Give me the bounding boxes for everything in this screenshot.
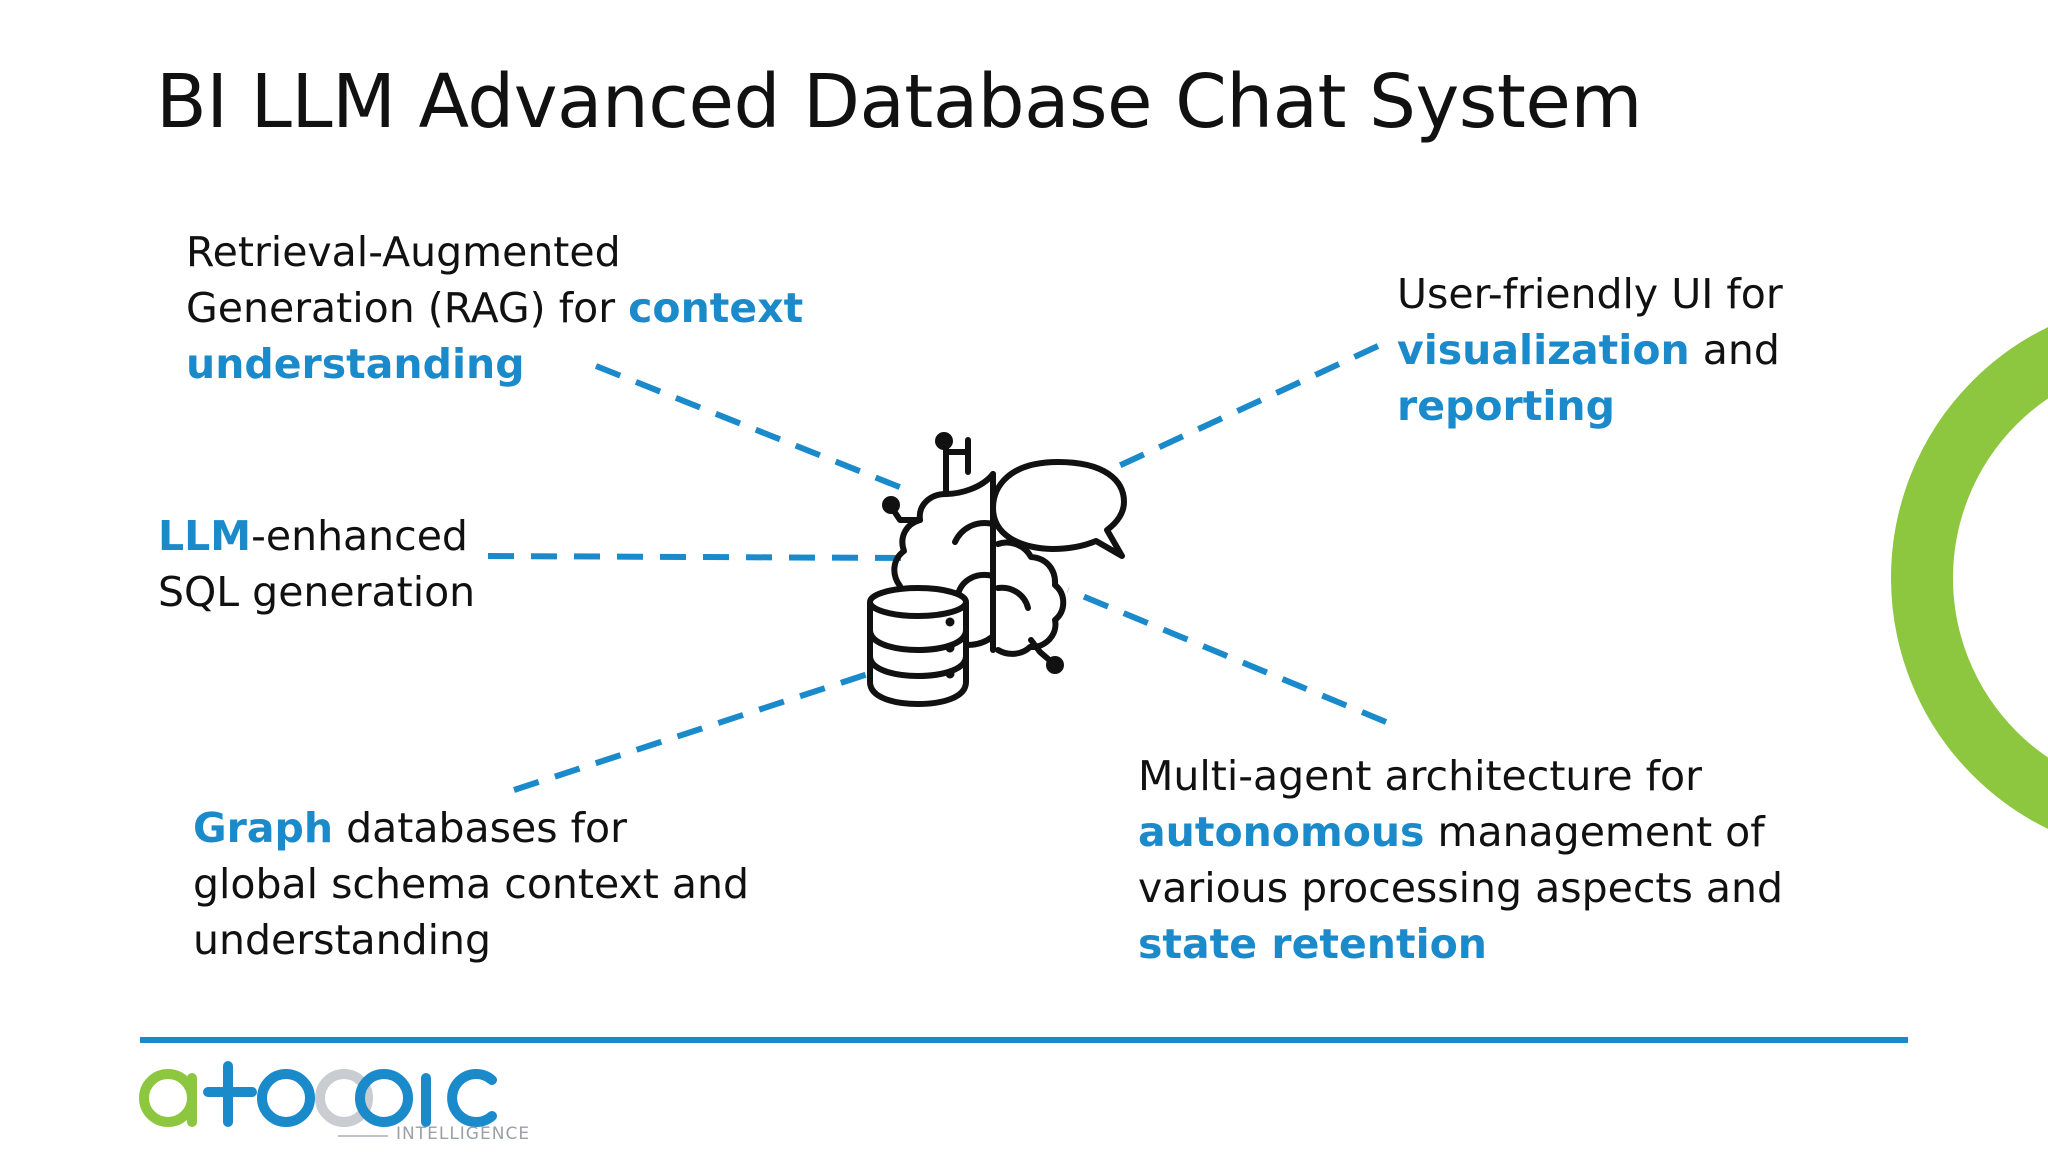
atomic-logo — [139, 1061, 497, 1127]
feature-graph-databases: Graph databases for global schema contex… — [193, 800, 753, 968]
connector-lines — [487, 343, 1388, 793]
feature-rag-highlight: context understanding — [186, 284, 804, 388]
logo-subtitle: INTELLIGENCE — [396, 1124, 531, 1144]
feature-rag: Retrieval-Augmented Generation (RAG) for… — [186, 224, 826, 392]
feature-ui-text-1: User-friendly UI for — [1397, 270, 1783, 318]
feature-multi-highlight-1: autonomous — [1138, 808, 1425, 856]
database-indicator-dots — [945, 617, 955, 679]
connector-llm — [487, 553, 907, 561]
logo-underline — [338, 1135, 388, 1137]
feature-llm-sql: LLM-enhanced SQL generation — [158, 508, 518, 620]
feature-ui-highlight-2: reporting — [1397, 382, 1615, 430]
feature-ui-text-2: and — [1689, 326, 1780, 374]
feature-multi-text-2: management of various processing aspects… — [1138, 808, 1783, 912]
feature-multi-agent: Multi-agent architecture for autonomous … — [1138, 748, 1818, 972]
slide-title: BI LLM Advanced Database Chat System — [156, 59, 1643, 145]
connector-ui — [1108, 343, 1380, 473]
connector-graph — [513, 671, 869, 793]
feature-multi-highlight-2: state retention — [1138, 920, 1487, 968]
connector-multi — [1066, 587, 1388, 725]
feature-multi-text-1: Multi-agent architecture for — [1138, 752, 1702, 800]
feature-llm-highlight: LLM — [158, 512, 252, 560]
footer-divider — [140, 1037, 1908, 1043]
database-icon — [867, 585, 969, 708]
decorative-ring — [1891, 327, 2048, 829]
feature-ui-reporting: User-friendly UI for visualization and r… — [1397, 266, 1917, 434]
chat-bubble-icon — [990, 459, 1127, 559]
feature-rag-text: Retrieval-Augmented Generation (RAG) for — [186, 228, 629, 332]
feature-graph-text: databases for global schema context and … — [193, 804, 749, 964]
brain-circuit-nodes — [882, 432, 1064, 674]
feature-llm-text: -enhanced SQL generation — [158, 512, 476, 616]
feature-graph-highlight: Graph — [193, 804, 334, 852]
feature-ui-highlight-1: visualization — [1397, 326, 1690, 374]
connector-rag — [594, 363, 914, 495]
